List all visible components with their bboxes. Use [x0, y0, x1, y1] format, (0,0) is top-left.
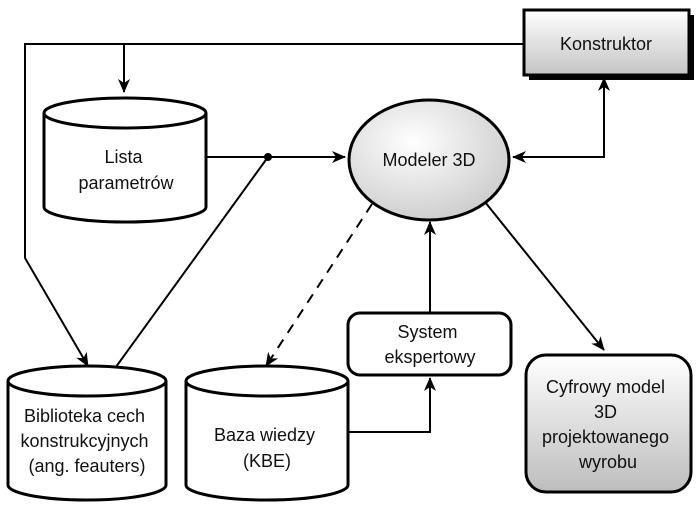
modeler-label: Modeler 3D [382, 150, 475, 170]
node-biblioteka: Biblioteka cech konstrukcyjnych (ang. fe… [6, 364, 168, 502]
baza-cylinder-body [184, 381, 350, 502]
baza-label: Baza wiedzy (KBE) [214, 425, 320, 471]
edge-konstruktor-modeler [512, 77, 610, 163]
edge-baza-system [348, 377, 436, 433]
konstruktor-label: Konstruktor [560, 34, 652, 54]
konstruktor-box [522, 8, 691, 77]
edge-konstruktor-lista [118, 43, 525, 93]
lista-cylinder-top [42, 96, 208, 130]
edge-konstruktor-biblioteka [24, 43, 124, 367]
biblioteka-cylinder-top [6, 364, 168, 398]
node-system-ekspertowy: System ekspertowy [346, 311, 513, 377]
cyfrowy-label: Cyfrowy model 3D projektowanego wyrobu [542, 377, 674, 472]
biblioteka-cylinder-body [6, 381, 168, 502]
modeler-ellipse [347, 98, 511, 222]
biblioteka-label: Biblioteka cech konstrukcyjnych (ang. fe… [20, 406, 153, 476]
baza-cylinder-top [184, 364, 350, 398]
system-box [346, 311, 513, 377]
node-baza-wiedzy: Baza wiedzy (KBE) [184, 364, 350, 502]
edge-biblioteka-modeler [112, 156, 269, 372]
edges [24, 43, 610, 433]
system-label: System ekspertowy [384, 322, 475, 367]
node-konstruktor: Konstruktor [522, 8, 694, 80]
node-lista-parametrow: Lista parametrów [42, 96, 208, 224]
node-cyfrowy-model: Cyfrowy model 3D projektowanego wyrobu [524, 353, 693, 494]
edge-modeler-baza [265, 203, 373, 367]
edge-modeler-cyfrowy [484, 201, 605, 351]
lista-cylinder-body [42, 113, 208, 224]
lista-label: Lista parametrów [78, 147, 174, 193]
junction-dot [264, 153, 272, 161]
cyfrowy-box [524, 353, 693, 494]
node-modeler-3d: Modeler 3D [347, 98, 511, 222]
